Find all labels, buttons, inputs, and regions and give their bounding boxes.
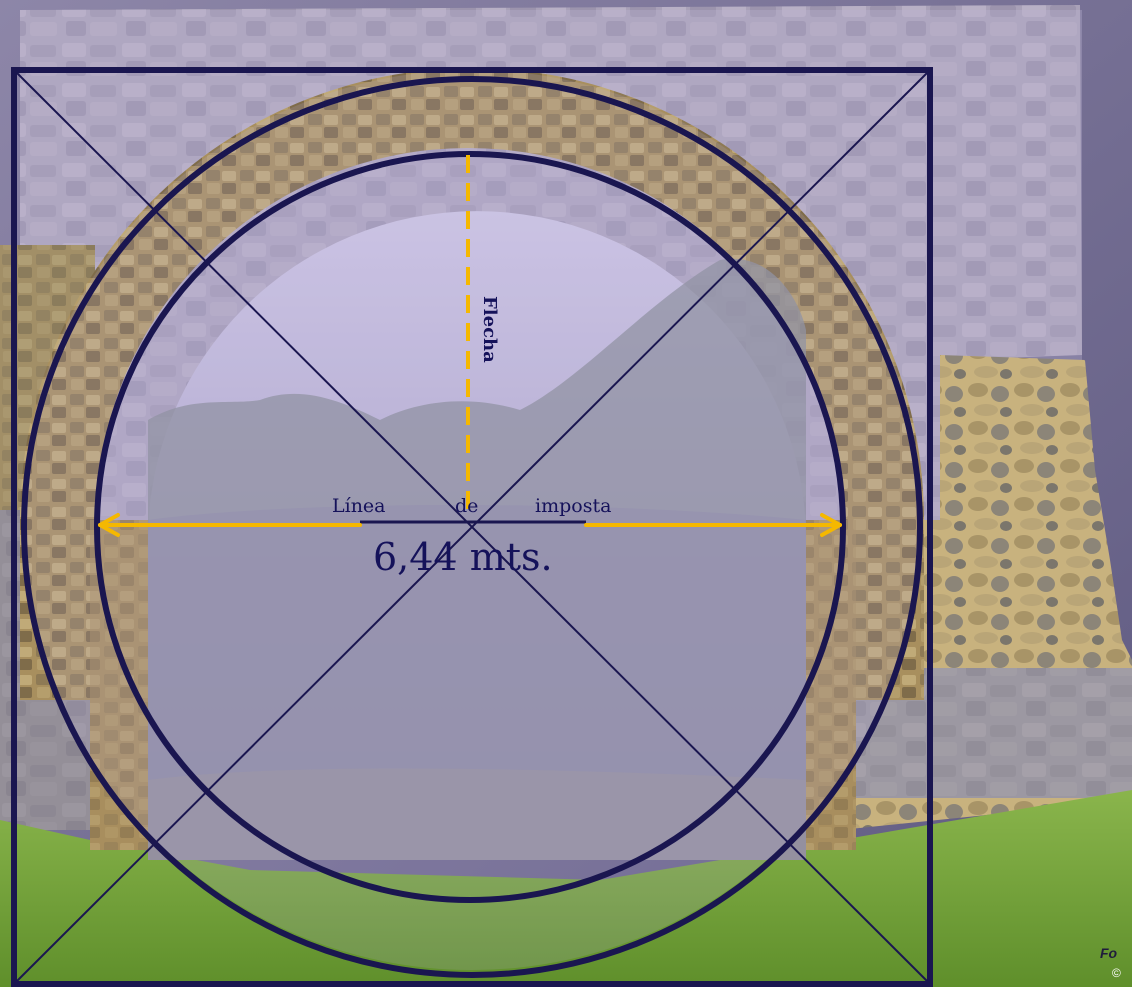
bounding-square [11, 67, 933, 987]
label-linea: Línea [332, 495, 386, 517]
construction-lines [11, 67, 933, 987]
outer-circle [21, 76, 923, 978]
arch-ring [20, 68, 924, 700]
label-measure: 6,44 mts. [373, 535, 553, 579]
arrowhead-right-icon [820, 513, 842, 537]
label-imposta: imposta [535, 495, 611, 517]
diagonal-2 [13, 69, 931, 985]
inner-circle [94, 151, 846, 903]
span-arrow [98, 513, 842, 537]
label-de: de [455, 495, 478, 517]
copyright-mark: © [1112, 966, 1121, 980]
photo-credit: Fo [1100, 945, 1118, 961]
label-flecha: Flecha [479, 296, 500, 363]
arrowhead-left-icon [98, 513, 120, 537]
